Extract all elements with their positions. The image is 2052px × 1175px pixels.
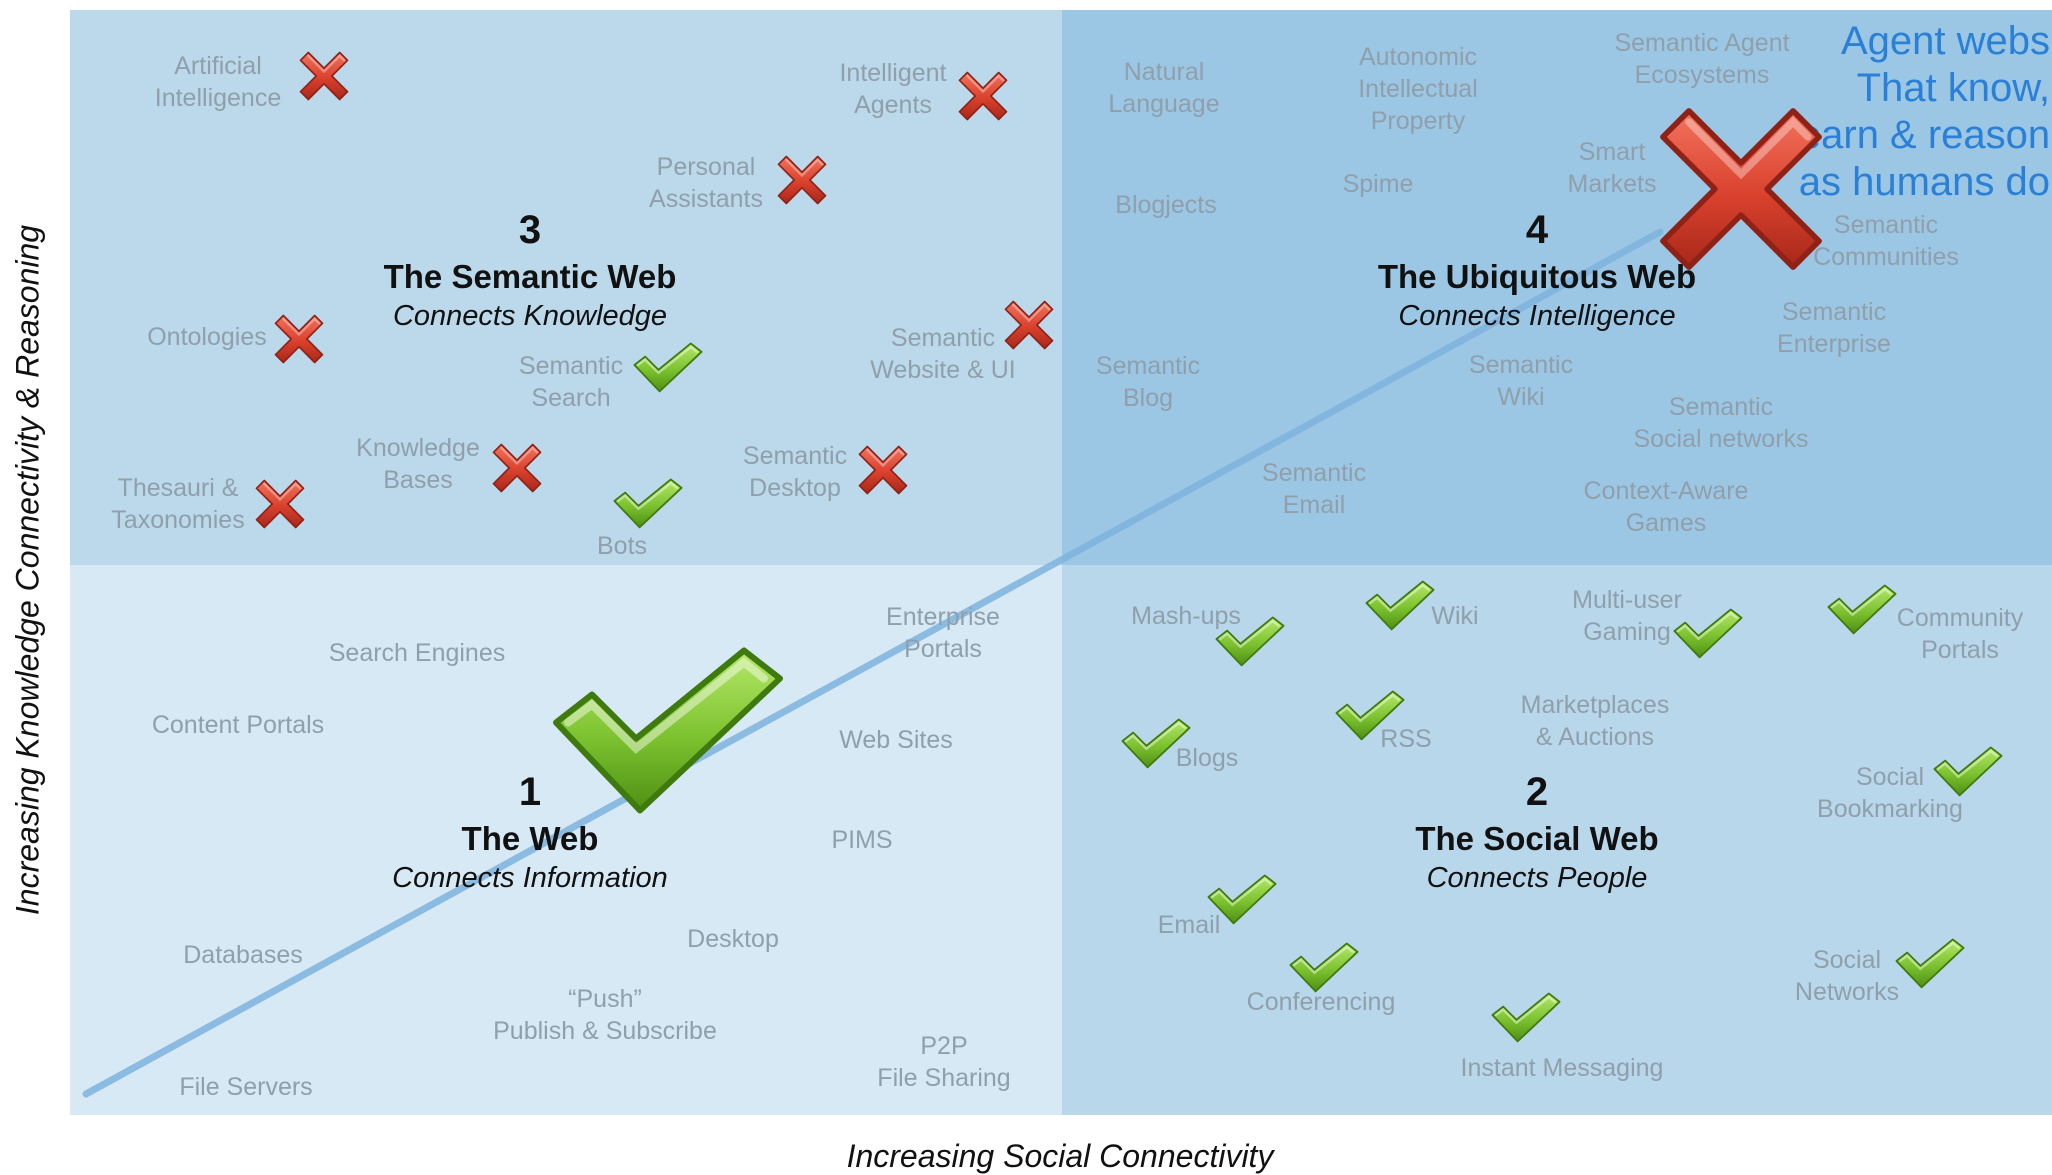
y-axis-label: Increasing Knowledge Connectivity & Reas… — [9, 224, 46, 916]
item-knowledge-bases: Knowledge Bases — [356, 434, 480, 494]
item-semantic-email: Semantic Email — [1261, 459, 1367, 519]
quadrant-3-subtitle: Connects Knowledge — [392, 300, 668, 332]
item-social-bookmarking: Social Bookmarking — [1817, 763, 1963, 823]
green-check-icon — [1894, 936, 1966, 992]
item-blogs: Blogs — [1175, 744, 1239, 772]
quadrant-1-subtitle: Connects Information — [392, 862, 668, 894]
item-personal-assistants: Personal Assistants — [649, 153, 763, 213]
quadrant-1-title: The Web — [461, 820, 599, 857]
quadrant-4-title: The Ubiquitous Web — [1377, 258, 1697, 295]
item-search-engines: Search Engines — [328, 639, 506, 667]
quadrant-2-title: The Social Web — [1415, 820, 1659, 857]
item-web-sites: Web Sites — [839, 726, 953, 754]
red-x-icon — [252, 476, 308, 532]
item-p2p-file-sharing: P2P File Sharing — [877, 1032, 1011, 1092]
item-file-servers: File Servers — [179, 1073, 313, 1101]
quadrant-4-number: 4 — [1525, 208, 1549, 252]
green-check-icon — [612, 476, 684, 532]
quadrant-2-subtitle: Connects People — [1426, 862, 1648, 894]
red-x-icon — [271, 311, 327, 367]
item-semantic-social-networks: Semantic Social networks — [1633, 393, 1809, 453]
item-marketplaces-auctions: Marketplaces & Auctions — [1520, 691, 1670, 751]
item-rss: RSS — [1380, 725, 1432, 753]
item-wiki: Wiki — [1431, 602, 1479, 630]
item-email: Email — [1157, 911, 1221, 939]
item-intelligent-agents: Intelligent Agents — [839, 59, 947, 119]
item-semantic-desktop: Semantic Desktop — [742, 442, 848, 502]
item-ontologies: Ontologies — [147, 323, 267, 351]
green-check-icon — [1206, 872, 1278, 928]
item-semantic-website-ui: Semantic Website & UI — [870, 324, 1016, 384]
item-community-portals: Community Portals — [1896, 604, 2024, 664]
green-check-icon — [1672, 606, 1744, 662]
quadrant-4-subtitle: Connects Intelligence — [1398, 300, 1676, 332]
green-check-icon — [1334, 688, 1406, 744]
large-red-x-icon — [1648, 96, 1834, 282]
item-spime: Spime — [1342, 170, 1414, 198]
red-x-icon — [296, 48, 352, 104]
item-enterprise-portals: Enterprise Portals — [886, 603, 1000, 663]
item-smart-markets: Smart Markets — [1567, 138, 1657, 198]
item-multi-user-gaming: Multi-user Gaming — [1572, 586, 1682, 646]
item-semantic-enterprise: Semantic Enterprise — [1777, 298, 1891, 358]
green-check-icon — [1120, 716, 1192, 772]
item-natural-language: Natural Language — [1108, 58, 1220, 118]
item-pims: PIMS — [831, 826, 893, 854]
red-x-icon — [955, 68, 1011, 124]
quadrant-2-number: 2 — [1525, 770, 1549, 814]
red-x-icon — [489, 440, 545, 496]
green-check-icon — [1826, 582, 1898, 638]
red-x-icon — [1001, 297, 1057, 353]
green-check-icon — [1364, 578, 1436, 634]
item-social-networks: Social Networks — [1794, 946, 1900, 1006]
green-check-icon — [632, 340, 704, 396]
item-desktop: Desktop — [687, 925, 779, 953]
item-semantic-blog: Semantic Blog — [1095, 352, 1201, 412]
large-green-check-icon — [548, 640, 788, 825]
item-autonomic-ip: Autonomic Intellectual Property — [1358, 43, 1478, 135]
red-x-icon — [774, 152, 830, 208]
x-axis-label: Increasing Social Connectivity — [846, 1138, 1274, 1174]
item-bots: Bots — [596, 532, 648, 560]
item-conferencing: Conferencing — [1246, 988, 1396, 1016]
item-semantic-wiki: Semantic Wiki — [1468, 351, 1574, 411]
item-blogjects: Blogjects — [1115, 191, 1217, 219]
item-push-publish-subscribe: “Push” Publish & Subscribe — [493, 985, 717, 1045]
item-thesauri-taxonomies: Thesauri & Taxonomies — [111, 474, 245, 534]
item-context-aware-games: Context-Aware Games — [1583, 477, 1749, 537]
agent-webs-note: Agent webs That know, learn & reason as … — [1790, 19, 2050, 204]
quadrant-1-number: 1 — [518, 770, 542, 814]
green-check-icon — [1932, 744, 2004, 800]
green-check-icon — [1214, 614, 1286, 670]
item-instant-messaging: Instant Messaging — [1460, 1054, 1664, 1082]
item-content-portals: Content Portals — [151, 711, 325, 739]
quadrant-3-title: The Semantic Web — [383, 258, 677, 295]
item-mash-ups: Mash-ups — [1131, 602, 1241, 630]
item-semantic-agent-ecosystems: Semantic Agent Ecosystems — [1614, 29, 1790, 89]
item-artificial-intelligence: Artificial Intelligence — [154, 52, 282, 112]
red-x-icon — [855, 442, 911, 498]
item-databases: Databases — [183, 941, 303, 969]
quadrant-3-number: 3 — [518, 208, 542, 252]
green-check-icon — [1288, 940, 1360, 996]
item-semantic-communities: Semantic Communities — [1813, 211, 1959, 271]
green-check-icon — [1490, 990, 1562, 1046]
item-semantic-search: Semantic Search — [518, 352, 624, 412]
